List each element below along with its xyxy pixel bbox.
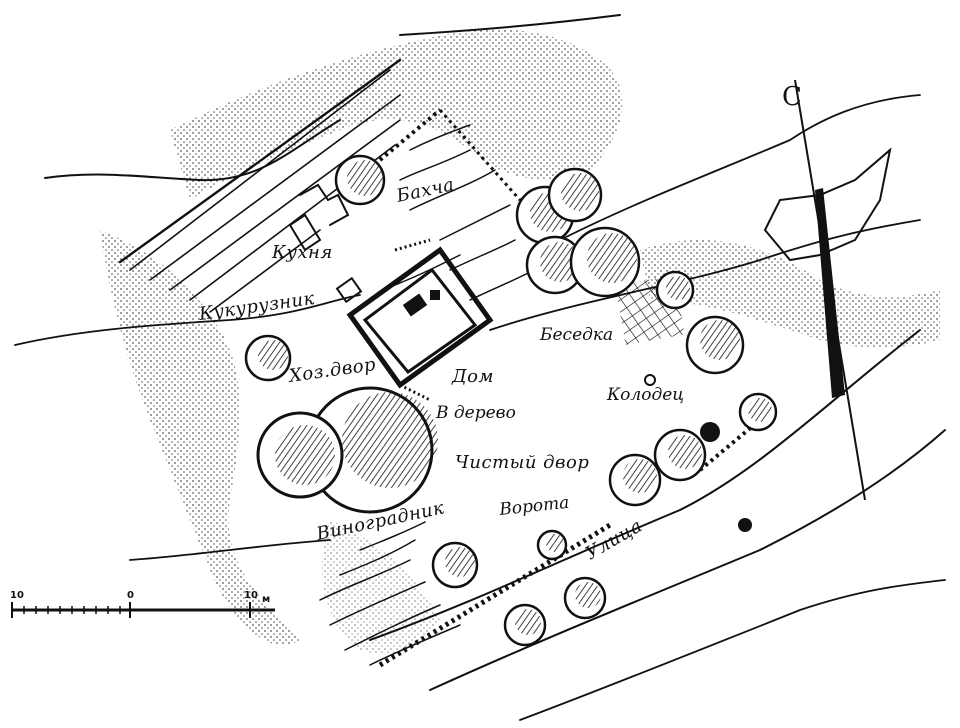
tree-kitchen (334, 154, 386, 206)
tree-row-yard (608, 422, 720, 507)
label-house: Дом (451, 366, 494, 387)
small-tree-gate (738, 518, 752, 532)
tree-well (685, 315, 778, 432)
north-arrow: С (782, 79, 866, 501)
label-clean-yard: Чистый двор (455, 452, 589, 473)
label-service-yard: Хоз.двор (286, 354, 377, 387)
label-kitchen: Кухня (271, 242, 333, 263)
scale-tick-zero: 0 (127, 590, 134, 601)
label-gate: Ворота (497, 493, 570, 520)
scale-bar: 10 0 10 м (10, 590, 275, 618)
trees (244, 154, 778, 647)
label-well: Колодец (606, 385, 684, 405)
north-label: С (782, 82, 802, 112)
label-arbor: Беседка (539, 325, 613, 345)
vegetation-stipple (100, 29, 940, 654)
pond-outline (763, 147, 892, 262)
kitchen-building (288, 183, 350, 252)
tree-cluster-east (515, 167, 695, 310)
label-street: Улица (582, 515, 646, 564)
house-plan (335, 238, 494, 402)
tree-yard (244, 334, 292, 382)
scale-tick-left: 10 (10, 590, 24, 601)
tree-big (256, 386, 438, 514)
terrain-lines (14, 14, 946, 721)
melon-field-rows (378, 108, 531, 301)
scale-tick-right: 10 (244, 590, 258, 601)
well-symbol (644, 374, 656, 386)
tree-vineyard (431, 529, 607, 647)
label-corn-crib: Кукурузник (197, 288, 316, 325)
scale-unit: м (262, 594, 270, 605)
label-tree: В дерево (435, 403, 516, 423)
